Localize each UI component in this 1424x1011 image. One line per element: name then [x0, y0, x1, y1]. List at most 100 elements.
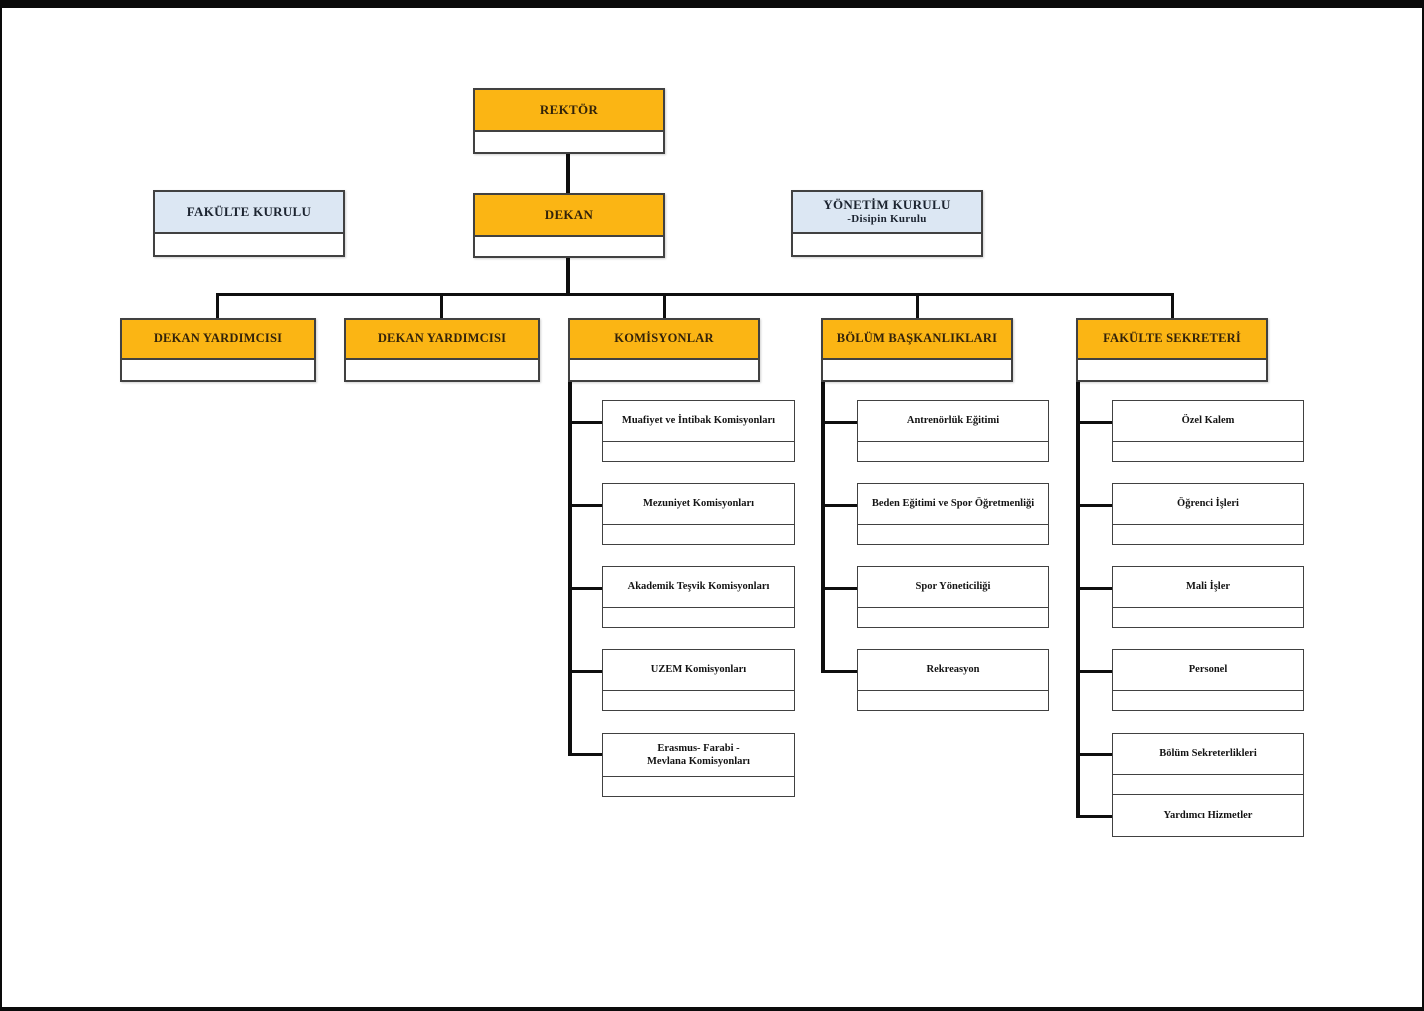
child-label: UZEM Komisyonları: [650, 664, 747, 676]
branch-name-row: [1078, 358, 1266, 380]
child-label: Rekreasyon: [926, 664, 980, 676]
branch-name-row: [823, 358, 1011, 380]
child-label: Mezuniyet Komisyonları: [642, 498, 755, 510]
child-mezuniyet: Mezuniyet Komisyonları: [602, 483, 795, 545]
rektor-box: REKTÖR: [473, 88, 665, 154]
branch-fakulte-sekreteri: FAKÜLTE SEKRETERİ: [1076, 318, 1268, 382]
connector-stub-komisyon2: [568, 504, 602, 507]
connector-stub-sekreter1: [1076, 421, 1112, 424]
connector-stub-bolum4: [821, 670, 857, 673]
yonetim-kurulu-label-line2: -Disipin Kurulu: [847, 213, 927, 226]
fakulte-kurulu-box: FAKÜLTE KURULU: [153, 190, 345, 257]
child-name-row: [858, 441, 1048, 461]
connector-stub-bolum3: [821, 587, 857, 590]
child-label: Yardımcı Hizmetler: [1163, 809, 1253, 821]
connector-stub-sekreter3: [1076, 587, 1112, 590]
branch-name-row: [122, 358, 314, 380]
child-antrenorluk-egitimi: Antrenörlük Eğitimi: [857, 400, 1049, 462]
branch-label: BÖLÜM BAŞKANLIKLARI: [836, 331, 998, 346]
connector-stub-branch3: [663, 295, 666, 318]
branch-label: FAKÜLTE SEKRETERİ: [1103, 331, 1241, 346]
child-erasmus-farabi-mevlana: Erasmus- Farabi - Mevlana Komisyonları: [602, 733, 795, 797]
child-name-row: [1113, 690, 1303, 710]
connector-stub-bolum1: [821, 421, 857, 424]
child-bolum-sekreterlikleri: Bölüm Sekreterlikleri: [1112, 733, 1304, 795]
child-uzem: UZEM Komisyonları: [602, 649, 795, 711]
yonetim-kurulu-label-line1: YÖNETİM KURULU: [823, 197, 951, 212]
child-label: Mali İşler: [1185, 581, 1231, 593]
rektor-name-row: [475, 130, 663, 152]
connector-stub-branch4: [916, 295, 919, 318]
connector-stub-komisyon5: [568, 753, 602, 756]
rektor-label: REKTÖR: [539, 101, 599, 117]
branch-name-row: [346, 358, 538, 380]
connector-stub-branch5: [1171, 295, 1174, 318]
connector-stub-sekreter5: [1076, 753, 1112, 756]
child-label: Özel Kalem: [1181, 415, 1235, 427]
yonetim-kurulu-box: YÖNETİM KURULU -Disipin Kurulu: [791, 190, 983, 257]
connector-bus: [216, 293, 1174, 296]
child-name-row: [603, 607, 794, 627]
child-label: Muafiyet ve İntibak Komisyonları: [621, 415, 776, 427]
child-label: Beden Eğitimi ve Spor Öğretmenliği: [871, 498, 1035, 510]
branch-name-row: [570, 358, 758, 380]
dekan-name-row: [475, 235, 663, 256]
connector-stub-komisyon3: [568, 587, 602, 590]
child-akademik-tesvik: Akademik Teşvik Komisyonları: [602, 566, 795, 628]
connector-trunk-komisyonlar: [568, 378, 572, 756]
child-beden-egitimi-spor-ogretmenligi: Beden Eğitimi ve Spor Öğretmenliği: [857, 483, 1049, 545]
child-spor-yoneticiligi: Spor Yöneticiliği: [857, 566, 1049, 628]
child-name-row: [1113, 524, 1303, 544]
child-muafiyet-intibak: Muafiyet ve İntibak Komisyonları: [602, 400, 795, 462]
child-label-line2: Mevlana Komisyonları: [647, 756, 750, 767]
frame-border-bottom: [0, 1007, 1424, 1011]
child-yardimci-hizmetler: Yardımcı Hizmetler: [1112, 794, 1304, 837]
branch-bolum-baskanliklari: BÖLÜM BAŞKANLIKLARI: [821, 318, 1013, 382]
yonetim-kurulu-name-row: [793, 232, 981, 255]
child-name-row: [603, 441, 794, 461]
frame-border-left: [0, 0, 2, 1011]
connector-stub-sekreter2: [1076, 504, 1112, 507]
connector-stub-branch2: [440, 295, 443, 318]
branch-label: DEKAN YARDIMCISI: [377, 331, 507, 346]
child-label: Antrenörlük Eğitimi: [906, 415, 1000, 427]
child-ozel-kalem: Özel Kalem: [1112, 400, 1304, 462]
child-name-row: [858, 524, 1048, 544]
connector-rektor-dekan: [566, 152, 570, 194]
fakulte-kurulu-label: FAKÜLTE KURULU: [186, 203, 312, 219]
connector-stub-sekreter4: [1076, 670, 1112, 673]
child-name-row: [858, 607, 1048, 627]
child-name-row: [1113, 441, 1303, 461]
connector-stub-branch1: [216, 295, 219, 318]
connector-trunk-sekreter: [1076, 378, 1080, 818]
branch-komisyonlar: KOMİSYONLAR: [568, 318, 760, 382]
connector-trunk-bolum: [821, 378, 825, 673]
connector-stub-sekreter6: [1076, 815, 1112, 818]
child-name-row: [1113, 607, 1303, 627]
fakulte-kurulu-name-row: [155, 232, 343, 255]
frame-border-right: [1422, 0, 1424, 1011]
connector-stub-bolum2: [821, 504, 857, 507]
child-ogrenci-isleri: Öğrenci İşleri: [1112, 483, 1304, 545]
branch-label: DEKAN YARDIMCISI: [153, 331, 283, 346]
child-label: Öğrenci İşleri: [1177, 498, 1239, 510]
child-rekreasyon: Rekreasyon: [857, 649, 1049, 711]
branch-dekan-yardimcisi-1: DEKAN YARDIMCISI: [120, 318, 316, 382]
connector-dekan-bus: [566, 254, 570, 295]
child-label: Personel: [1188, 664, 1228, 676]
child-label-line1: Erasmus- Farabi -: [657, 742, 740, 754]
connector-stub-komisyon4: [568, 670, 602, 673]
child-name-row: [603, 776, 794, 796]
connector-stub-komisyon1: [568, 421, 602, 424]
branch-dekan-yardimcisi-2: DEKAN YARDIMCISI: [344, 318, 540, 382]
child-label: Spor Yöneticiliği: [915, 581, 991, 593]
child-mali-isler: Mali İşler: [1112, 566, 1304, 628]
frame-border-top: [0, 0, 1424, 8]
child-name-row: [858, 690, 1048, 710]
child-label: Akademik Teşvik Komisyonları: [627, 581, 770, 593]
branch-label: KOMİSYONLAR: [614, 331, 714, 346]
child-personel: Personel: [1112, 649, 1304, 711]
child-label: Bölüm Sekreterlikleri: [1159, 748, 1257, 760]
child-name-row: [603, 524, 794, 544]
